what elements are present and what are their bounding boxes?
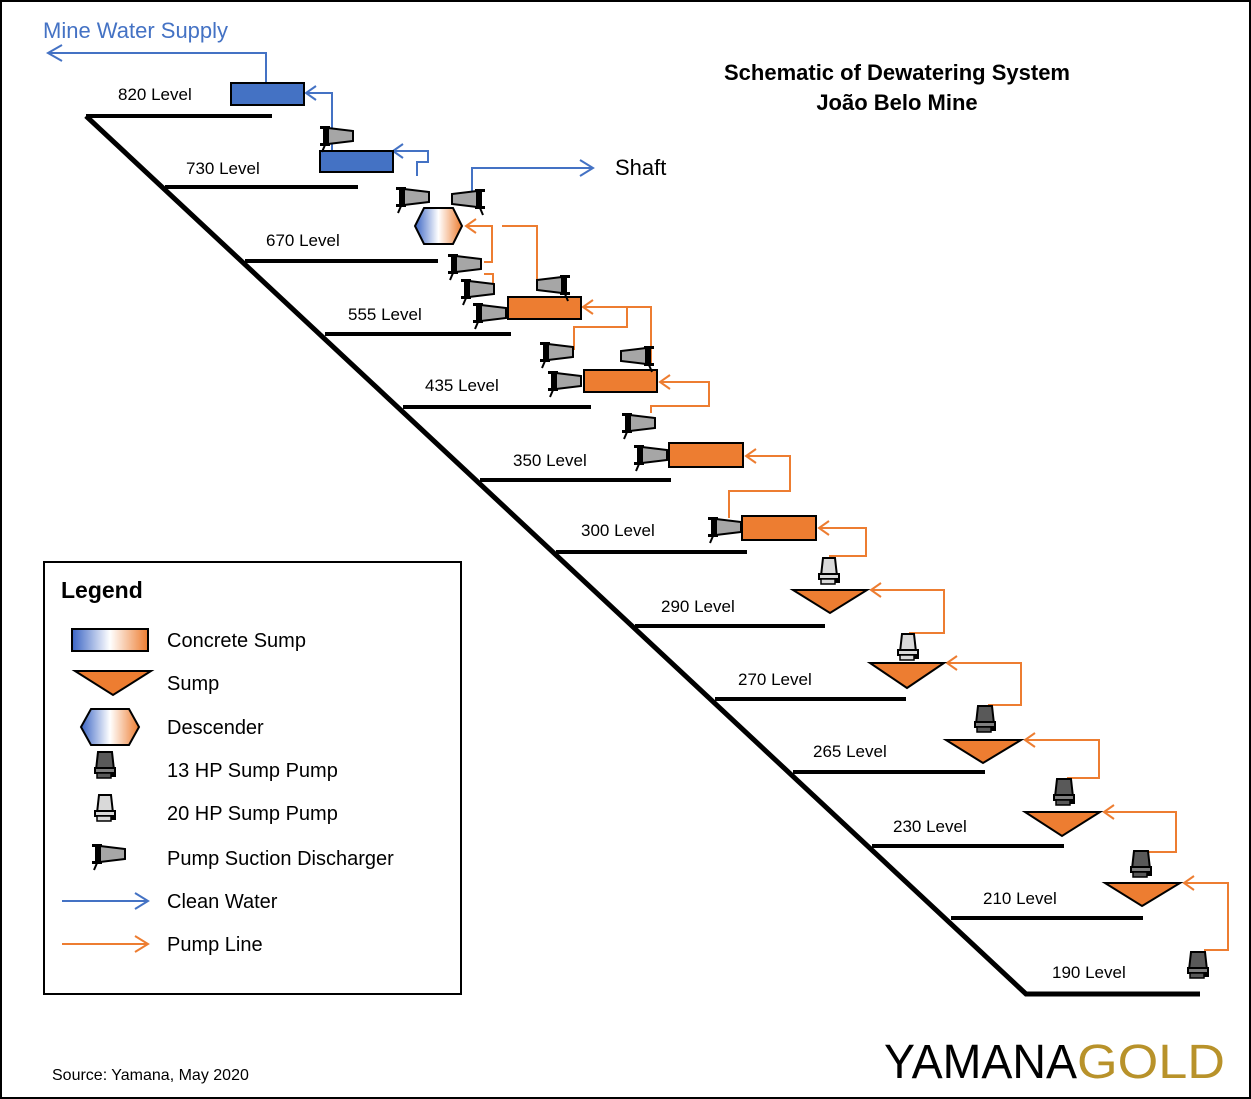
sump-pump-icons <box>818 557 1210 979</box>
shaft-label: Shaft <box>615 155 666 180</box>
legend-label-concrete-sump: Concrete Sump <box>167 630 306 652</box>
legend-13hp-pump-icon <box>94 751 117 779</box>
level-label-555: 555 Level <box>348 305 422 324</box>
concrete-sump-435 <box>583 369 658 393</box>
diagram-title-line1: Schematic of Dewatering System <box>724 60 1070 85</box>
legend: Legend Concrete Sump Sump Descender 13 H… <box>43 561 462 995</box>
legend-label-psd: Pump Suction Discharger <box>167 848 394 870</box>
concrete-sump-555 <box>507 296 582 320</box>
clean-water-lines <box>45 44 595 199</box>
mine-water-supply-label: Mine Water Supply <box>43 18 228 43</box>
yamana-gold-logo: YAMANA GOLD <box>884 1036 1225 1089</box>
level-label-210: 210 Level <box>983 889 1057 908</box>
level-label-350: 350 Level <box>513 451 587 470</box>
legend-concrete-sump-icon <box>71 628 149 652</box>
legend-label-13hp-pump: 13 HP Sump Pump <box>167 760 338 782</box>
legend-label-sump: Sump <box>167 673 219 695</box>
svg-text:YAMANA: YAMANA <box>884 1036 1077 1089</box>
concrete-sump-820 <box>230 82 305 106</box>
legend-descender-icon <box>79 708 141 746</box>
svg-text:GOLD: GOLD <box>1077 1036 1225 1089</box>
level-label-265: 265 Level <box>813 742 887 761</box>
decline-ramp <box>84 114 1200 997</box>
level-label-820: 820 Level <box>118 85 192 104</box>
level-label-670: 670 Level <box>266 231 340 250</box>
legend-title: Legend <box>61 577 143 603</box>
legend-label-clean-water: Clean Water <box>167 891 278 913</box>
concrete-sump-350 <box>668 442 744 468</box>
level-label-190: 190 Level <box>1052 963 1126 982</box>
level-label-300: 300 Level <box>581 521 655 540</box>
sump-icons <box>789 589 1184 908</box>
descender-670 <box>413 207 464 245</box>
legend-clean-water-icon <box>62 892 150 910</box>
level-label-270: 270 Level <box>738 670 812 689</box>
legend-label-pump-line: Pump Line <box>167 934 263 956</box>
level-label-230: 230 Level <box>893 817 967 836</box>
level-lines <box>86 114 1143 920</box>
diagram-title-line2: João Belo Mine <box>816 90 977 115</box>
legend-label-descender: Descender <box>167 717 264 739</box>
source-note: Source: Yamana, May 2020 <box>52 1067 249 1084</box>
legend-sump-icon <box>71 670 155 697</box>
legend-pump-line-icon <box>62 935 150 953</box>
pump-lines <box>464 218 1229 951</box>
legend-label-20hp-pump: 20 HP Sump Pump <box>167 803 338 825</box>
level-label-730: 730 Level <box>186 159 260 178</box>
level-label-435: 435 Level <box>425 376 499 395</box>
concrete-sump-730 <box>319 150 394 173</box>
concrete-sump-300 <box>741 515 817 541</box>
level-label-290: 290 Level <box>661 597 735 616</box>
